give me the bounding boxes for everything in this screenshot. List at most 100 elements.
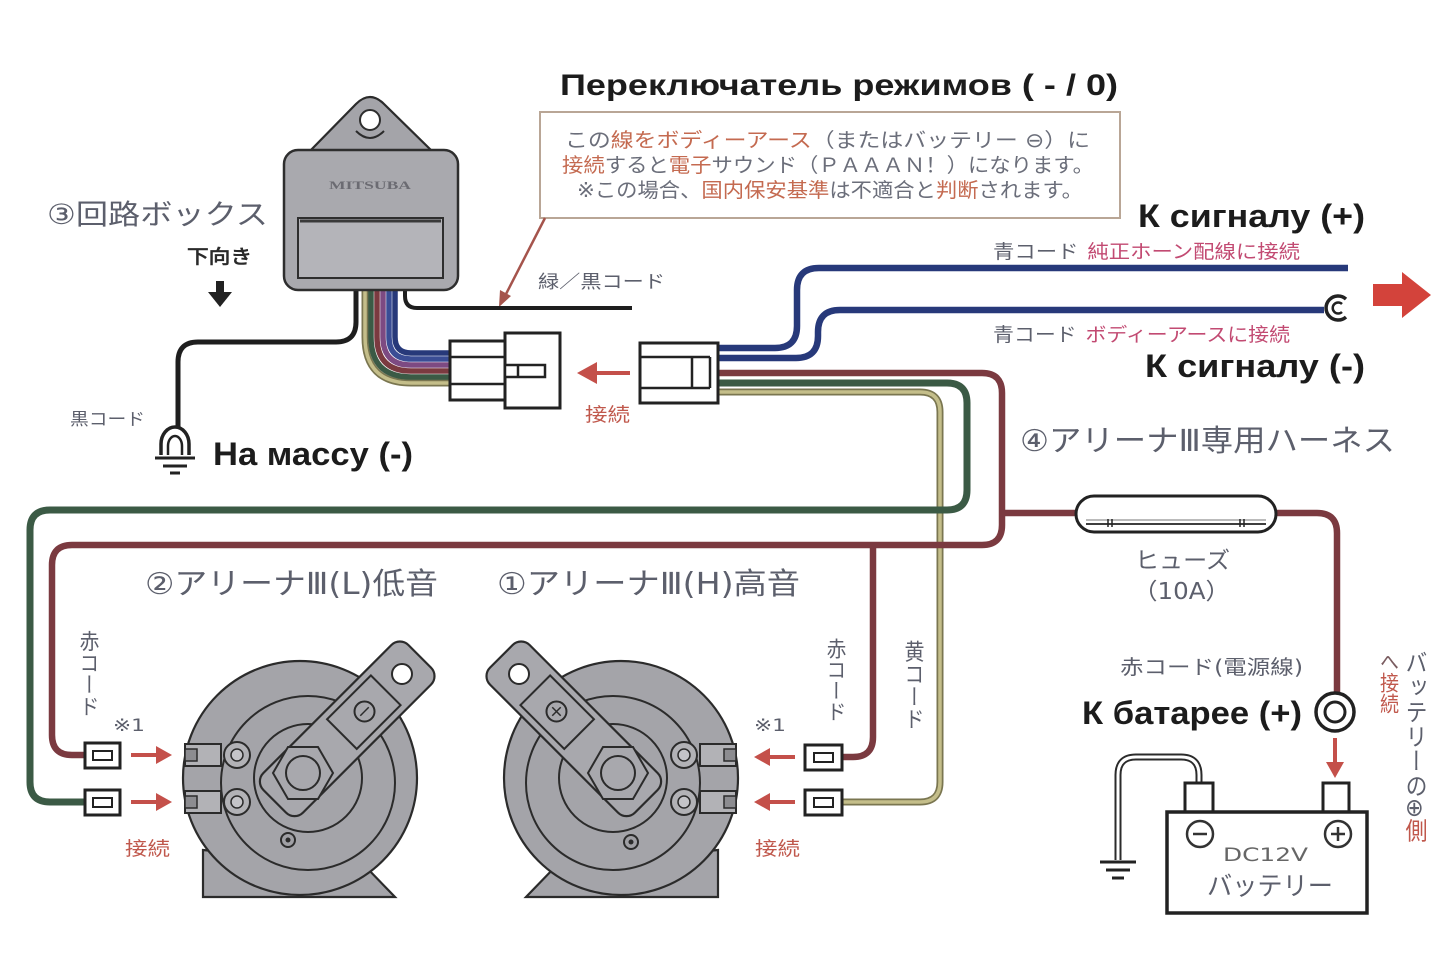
note-line-2: 接続すると電子サウンド（ＰＡＡＡＮ！）になります。 bbox=[562, 153, 1094, 177]
note-pointer-arrowhead bbox=[499, 290, 511, 307]
ring-terminal-outer bbox=[1324, 294, 1348, 322]
battery-side-note: バッテリーの⊕側 bbox=[1402, 650, 1428, 843]
low-horn-connect-label: 接続 bbox=[125, 838, 170, 860]
connect-arrow-head bbox=[577, 362, 597, 384]
signal-minus-wire-desc: ボディーアースに接続 bbox=[1085, 324, 1290, 346]
bundle-wire-purple bbox=[380, 290, 452, 368]
circuit-box-mount-hole bbox=[359, 109, 381, 131]
high-horn-red-wire-label: 赤コード bbox=[823, 638, 847, 722]
horn-bracket-screw-slot bbox=[359, 706, 370, 717]
high-horn-note-mark: ※1 bbox=[754, 716, 786, 736]
circuit-box-orientation-label: 下向き bbox=[187, 245, 252, 268]
note-segment: ボディーアース bbox=[657, 128, 812, 152]
horn-bracket-screw-slot bbox=[551, 706, 562, 717]
note-segment: されます。 bbox=[979, 178, 1083, 202]
connect-arrow-head bbox=[754, 793, 770, 811]
plug-socket bbox=[92, 750, 113, 761]
low-horn-plug-lower bbox=[83, 788, 122, 817]
minus-icon-circle bbox=[1185, 819, 1215, 849]
high-horn-plug-lower bbox=[803, 788, 844, 817]
signal-plus-wire-desc: 純正ホーン配線に接続 bbox=[1087, 241, 1300, 263]
connector-connect-label: 接続 bbox=[585, 404, 630, 426]
note-segment: （またはバッテリー ⊖）に bbox=[812, 128, 1090, 152]
battery-side-note-connect: へ接続 bbox=[1377, 651, 1399, 714]
note-line-1: この線をボディーアース（またはバッテリー ⊖）に bbox=[565, 128, 1090, 152]
ground-wire-black bbox=[175, 290, 359, 428]
circuit-box-hole-rim bbox=[355, 130, 385, 139]
battery-name: バッテリー bbox=[1207, 872, 1333, 902]
horn-bracket-slot bbox=[325, 674, 402, 751]
note-box: この線をボディーアース（またはバッテリー ⊖）に 接続すると電子サウンド（ＰＡＡ… bbox=[539, 111, 1121, 219]
battery-label: К батарее (+) bbox=[1082, 695, 1302, 731]
horn-ring bbox=[525, 695, 701, 871]
battery-ground-wire-core bbox=[1116, 755, 1201, 860]
horn-hex-nut-center bbox=[285, 755, 321, 791]
connect-arrow-left-icon bbox=[754, 748, 795, 766]
connect-arrow-head bbox=[754, 748, 770, 766]
horn-terminal-end bbox=[723, 748, 737, 762]
note-segment: すると bbox=[605, 153, 669, 177]
battery-ring-terminal-icon bbox=[1314, 691, 1356, 733]
signal-minus-wire-code: 青コード bbox=[993, 324, 1077, 346]
battery-terminal-positive bbox=[1321, 781, 1351, 815]
horn-bracket-slot bbox=[519, 674, 596, 751]
note-segment: 電子 bbox=[669, 153, 712, 177]
battery-ground-wire bbox=[1114, 753, 1203, 860]
signal-plus-wire-code: 青コード bbox=[993, 241, 1078, 263]
bundle-wire-green bbox=[368, 290, 452, 380]
note-segment: 線を bbox=[611, 128, 657, 152]
connect-arrow-right-icon bbox=[131, 793, 172, 811]
plug-body bbox=[83, 788, 122, 817]
note-segment: 接続 bbox=[562, 153, 605, 177]
ground-ring-outer bbox=[159, 425, 191, 455]
signal-plus-label: К сигналу (+) bbox=[1138, 198, 1365, 234]
horn-terminal-end bbox=[184, 748, 198, 762]
low-horn-plug-upper bbox=[83, 741, 122, 770]
plus-icon-circle bbox=[1323, 819, 1353, 849]
horn-small-screw-center bbox=[628, 839, 634, 845]
down-arrow-shaft bbox=[216, 281, 224, 294]
ring-terminal-inner bbox=[1331, 301, 1343, 315]
battery-side-note-main: バッテリーの⊕ bbox=[1402, 650, 1427, 818]
wire-green bbox=[26, 379, 971, 806]
connect-arrow-head bbox=[1326, 762, 1344, 778]
horn-mount-hole bbox=[390, 663, 413, 686]
horn-ring bbox=[253, 723, 363, 833]
high-horn-plug-upper bbox=[803, 743, 844, 772]
wire-blue-signal-plus bbox=[717, 264, 1348, 352]
plus-icon bbox=[1323, 819, 1353, 849]
harness-label: ④アリーナⅢ専用ハーネス bbox=[1020, 424, 1395, 459]
mode-wire-label: 緑／黒コード bbox=[538, 272, 665, 293]
high-horn bbox=[485, 640, 740, 899]
down-arrow-head bbox=[208, 292, 232, 307]
note-box-frame bbox=[539, 111, 1121, 219]
battery-ground-icon bbox=[1100, 860, 1136, 880]
wire-yellow bbox=[717, 390, 942, 804]
note-pointer-arrow bbox=[499, 217, 547, 307]
female-connector-body bbox=[448, 339, 507, 402]
note-pointer-line bbox=[503, 217, 547, 297]
female-connector bbox=[448, 331, 562, 410]
horn-terminal-screw-center bbox=[677, 748, 691, 762]
low-horn-note-mark: ※1 bbox=[113, 716, 145, 736]
horn-small-screw-center bbox=[285, 837, 291, 843]
battery-side-note-sub: 接続 bbox=[1377, 672, 1399, 714]
note-line-3: ※この場合、国内保安基準は不適合と判断されます。 bbox=[577, 178, 1083, 202]
note-segment: 国内保安基準 bbox=[701, 178, 829, 202]
wire-red-main bbox=[48, 369, 1006, 759]
bundle-wire-blue-2 bbox=[386, 290, 452, 362]
bundle-wire-red bbox=[374, 290, 452, 374]
fuse-label: ヒューズ bbox=[1135, 548, 1230, 574]
fuse-body bbox=[1074, 494, 1278, 534]
connect-arrow-left-icon bbox=[754, 793, 795, 811]
signal-direction-arrow-icon bbox=[1373, 272, 1431, 318]
note-segment: ※この場合、 bbox=[577, 178, 701, 202]
fuse-icon bbox=[1074, 494, 1278, 534]
note-segment: サウンド（ＰＡＡＡＮ！）になります。 bbox=[712, 153, 1094, 177]
low-horn-label: ②アリーナⅢ(L)低音 bbox=[145, 567, 438, 602]
wire-blue-signal-minus bbox=[717, 306, 1324, 362]
low-horn-red-wire-label: 赤コード bbox=[76, 630, 100, 717]
minus-icon bbox=[1185, 819, 1215, 849]
wire-red-battery bbox=[1274, 509, 1341, 693]
